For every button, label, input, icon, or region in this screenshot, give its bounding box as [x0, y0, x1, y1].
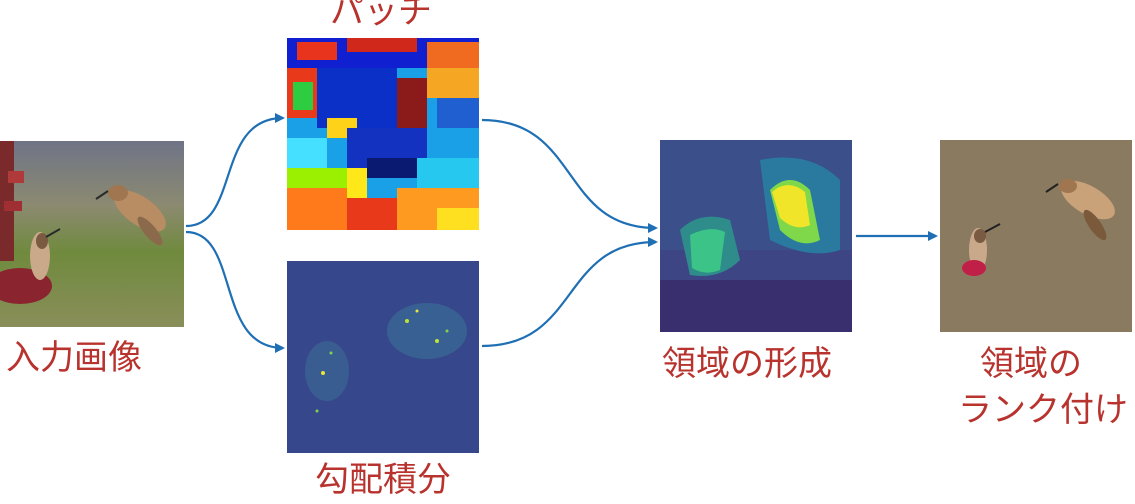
- label-region-ranking-line1: 領域の: [980, 344, 1082, 384]
- arrow-patch-to-formation: [481, 118, 658, 233]
- input-image: [0, 141, 184, 327]
- arrow-gradient-to-formation: [481, 237, 658, 348]
- region-formation-image: [660, 140, 852, 332]
- label-region-formation: 領域の形成: [662, 344, 832, 384]
- label-gradient-integral: 勾配積分: [315, 460, 451, 500]
- region-ranking-image: [940, 140, 1132, 332]
- label-region-ranking-line2: ランク付け: [958, 390, 1128, 430]
- label-patch: パッチ: [330, 0, 432, 32]
- gradient-integral-image: [287, 261, 479, 453]
- label-input-image: 入力画像: [6, 338, 142, 378]
- arrow-input-to-gradient: [185, 230, 285, 353]
- arrow-input-to-patch: [185, 113, 285, 228]
- patch-map-image: [287, 38, 479, 230]
